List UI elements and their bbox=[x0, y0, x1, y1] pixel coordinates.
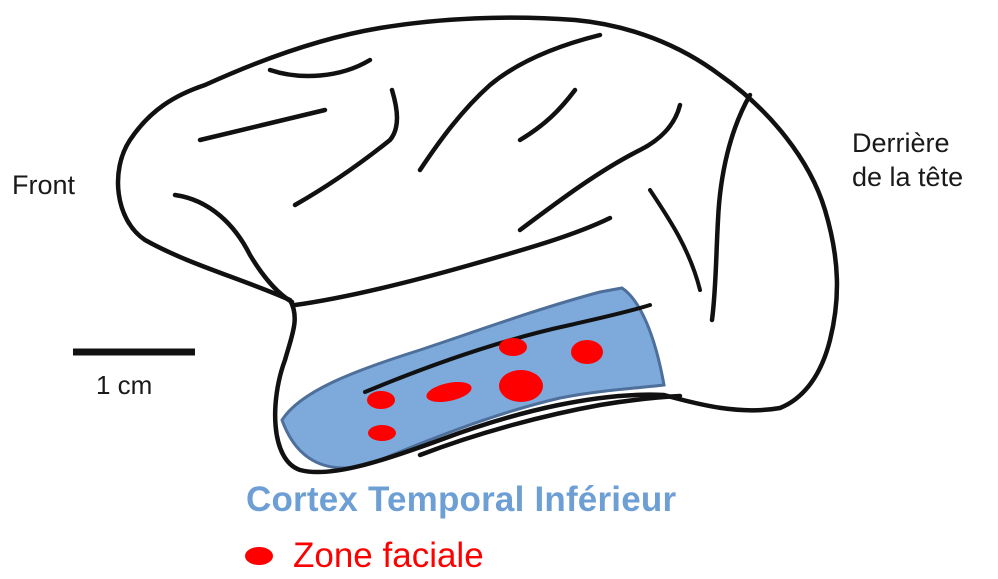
occipital-sulcus bbox=[650, 190, 700, 290]
parietal-sulcus bbox=[520, 90, 575, 140]
face-patch bbox=[499, 338, 527, 356]
region-title: Cortex Temporal Inférieur bbox=[246, 480, 676, 520]
frontal-sulcus-upper bbox=[270, 60, 370, 76]
face-patch bbox=[368, 425, 396, 441]
lunate-sulcus bbox=[712, 95, 750, 320]
front-label: Front bbox=[12, 168, 75, 202]
legend-label: Zone faciale bbox=[293, 536, 484, 576]
back-label-line2: de la tête bbox=[852, 160, 963, 194]
legend-dot-icon bbox=[245, 547, 273, 565]
central-sulcus bbox=[420, 35, 600, 170]
principal-sulcus bbox=[200, 110, 325, 140]
face-patch bbox=[499, 370, 543, 402]
face-patch bbox=[571, 340, 603, 364]
legend: Zone faciale bbox=[245, 536, 484, 576]
sylvian-fissure bbox=[295, 218, 610, 305]
back-of-head-label: Derrière de la tête bbox=[852, 126, 963, 194]
face-patch bbox=[367, 391, 395, 409]
scale-label: 1 cm bbox=[96, 368, 152, 402]
frontal-sulcus-lower bbox=[175, 195, 292, 302]
arcuate-sulcus bbox=[295, 90, 397, 205]
back-label-line1: Derrière bbox=[852, 126, 963, 160]
